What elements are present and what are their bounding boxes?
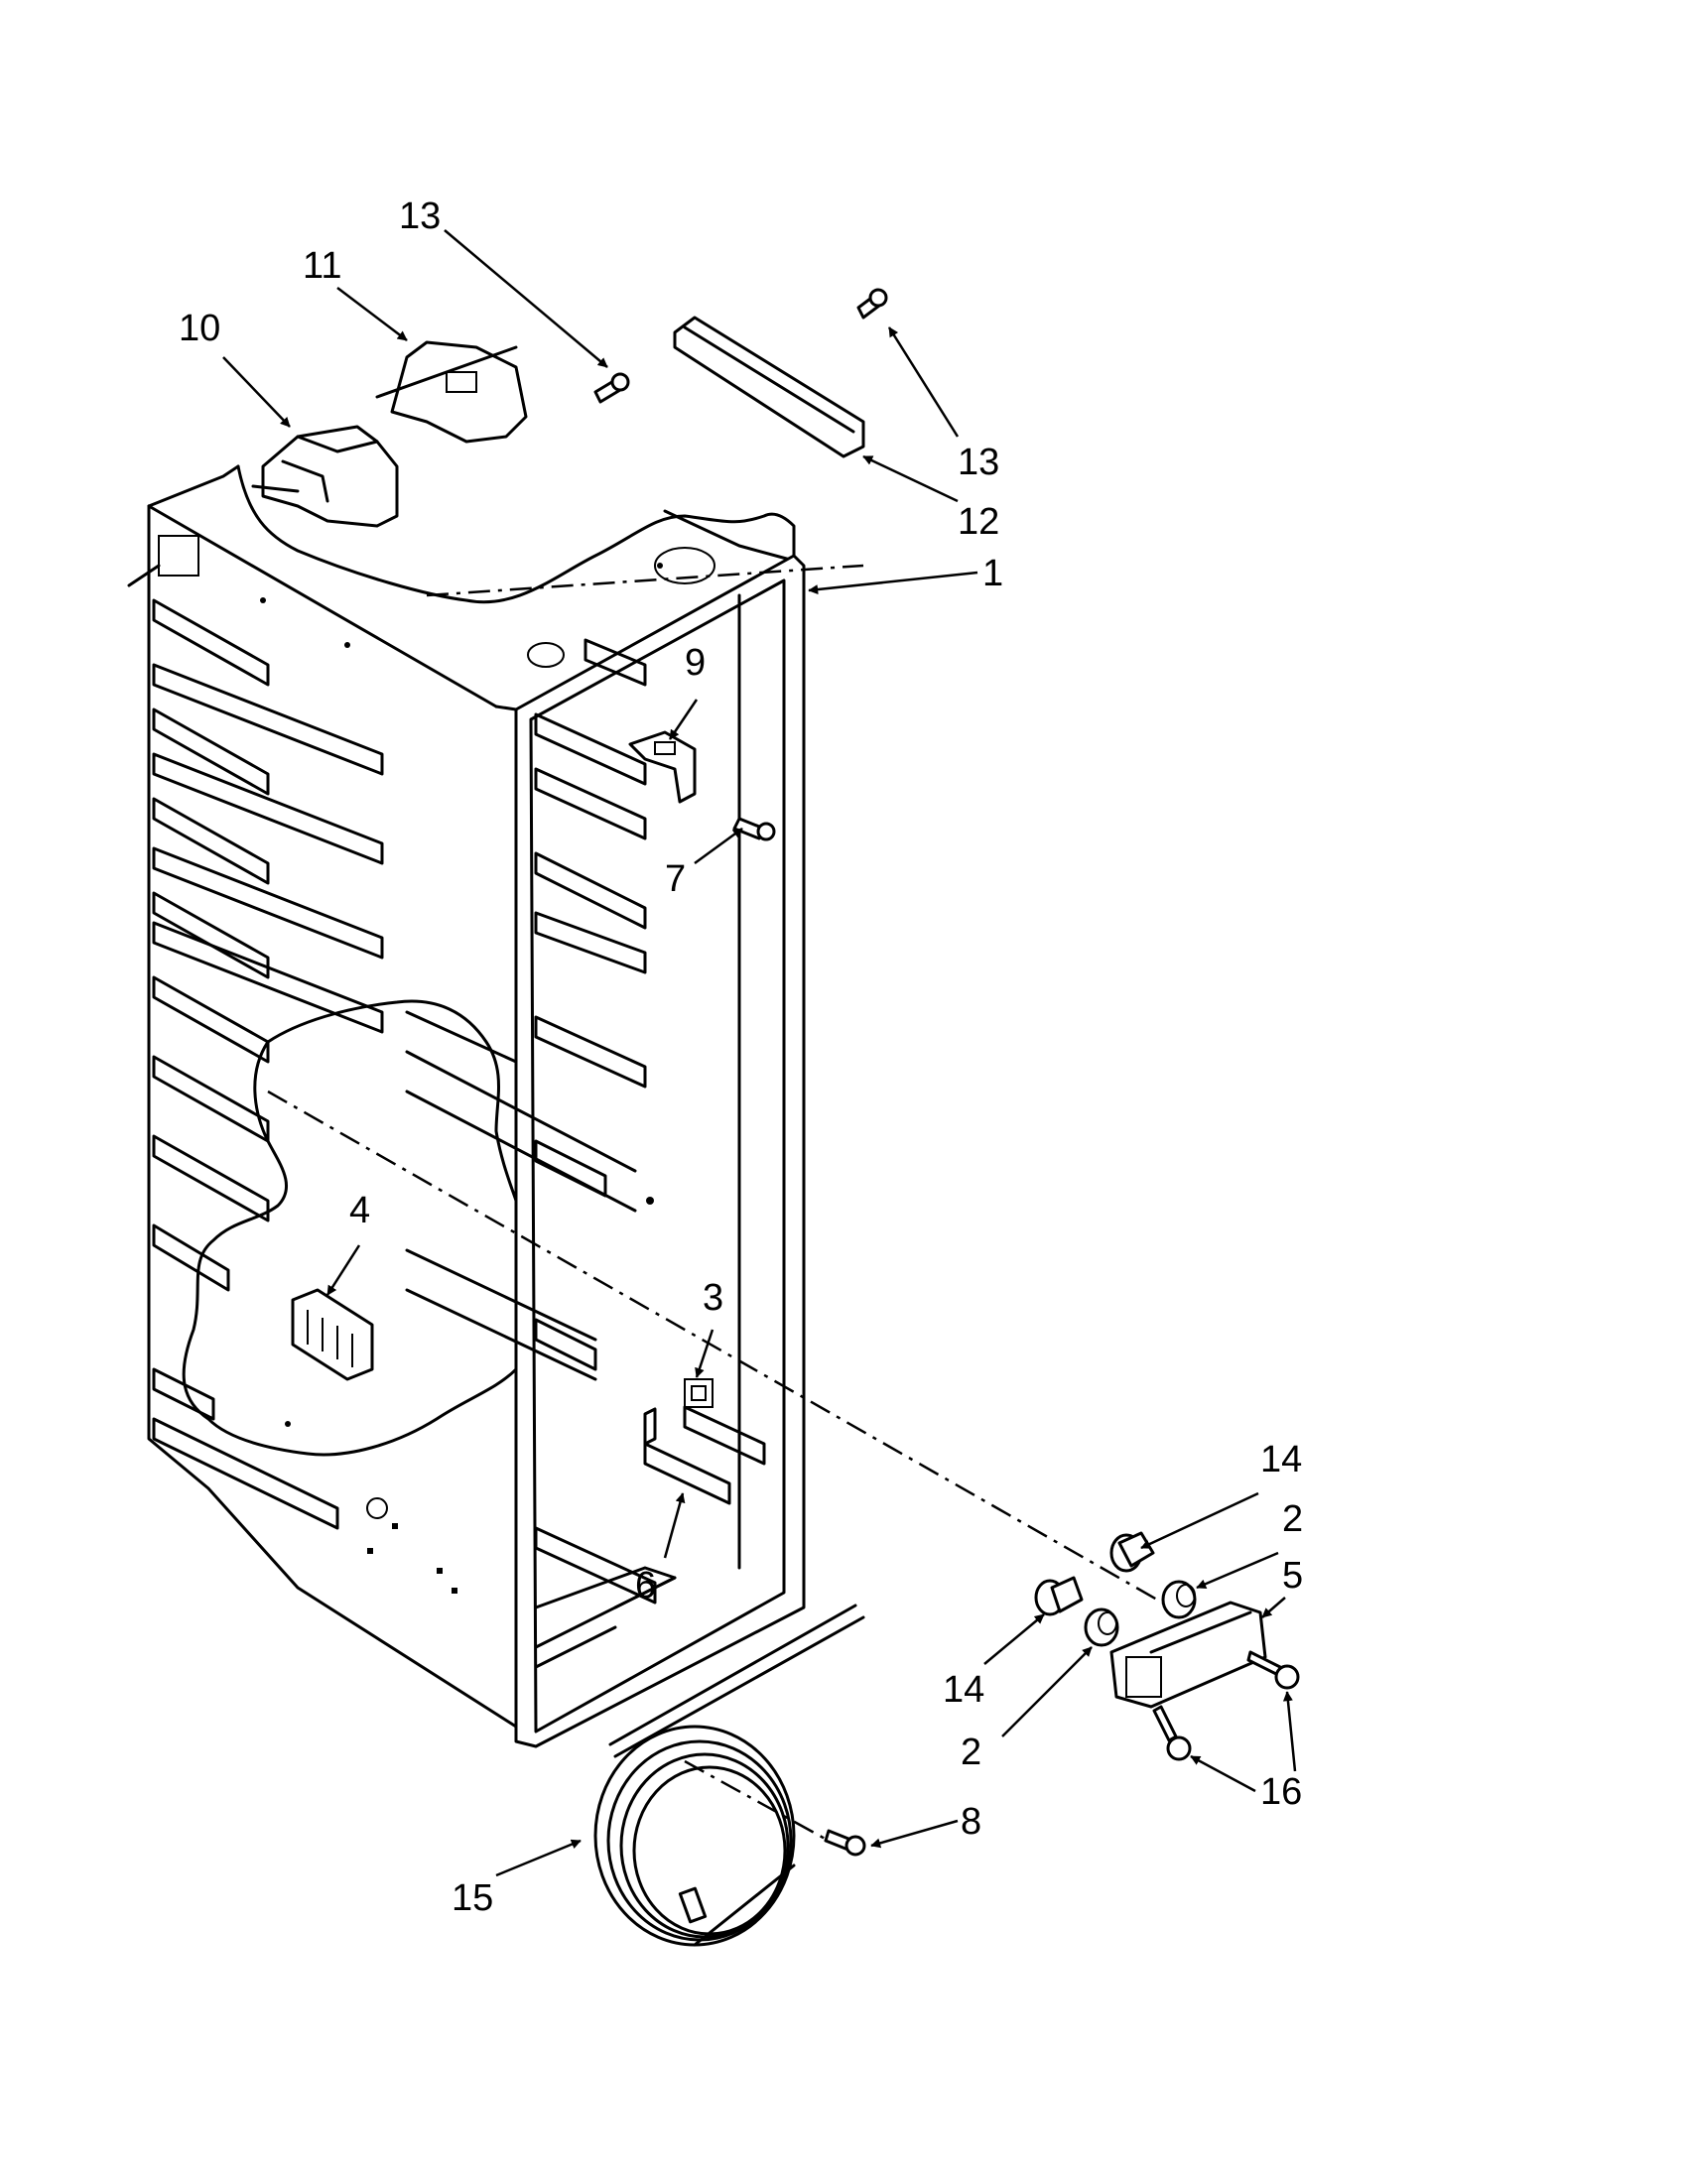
callout-14-upper: 14 — [1260, 1439, 1302, 1480]
callout-2-upper: 2 — [1282, 1498, 1303, 1540]
callout-5: 5 — [1282, 1555, 1303, 1597]
callout-3: 3 — [703, 1277, 723, 1319]
part-12-rail — [673, 316, 865, 458]
leader-lines — [222, 229, 1297, 1877]
left-shelf-rails — [152, 598, 384, 1530]
callout-13-upper-left: 13 — [399, 195, 441, 237]
callout-9: 9 — [685, 642, 706, 684]
part-15-tubing-coil — [593, 1604, 865, 1947]
right-shelf-rails — [534, 638, 657, 1605]
callout-11: 11 — [303, 245, 341, 287]
part-3-bracket — [683, 1378, 766, 1466]
screw-8 — [824, 1829, 866, 1857]
part-5-light-housing — [1109, 1601, 1267, 1709]
callout-labels: 13 11 10 13 12 1 9 7 4 3 6 14 2 5 14 2 1… — [179, 195, 1303, 1919]
part-14-cap-lower — [1034, 1576, 1084, 1616]
callout-10: 10 — [179, 308, 220, 349]
callout-7: 7 — [665, 858, 686, 900]
callout-8: 8 — [961, 1801, 981, 1843]
callout-12: 12 — [958, 501, 999, 543]
callout-4: 4 — [349, 1190, 370, 1231]
callout-1: 1 — [982, 553, 1003, 594]
refrigerator-liner — [127, 464, 1172, 1748]
screw-7 — [732, 817, 776, 841]
callout-14-lower: 14 — [943, 1669, 984, 1711]
callout-13-upper-right: 13 — [958, 442, 999, 483]
callout-2-lower: 2 — [961, 1732, 981, 1773]
callout-6: 6 — [635, 1565, 656, 1606]
screw-13-left — [593, 372, 630, 404]
part-16-pin-lower — [1152, 1705, 1192, 1761]
part-14-cap-upper — [1109, 1531, 1155, 1573]
screw-13-right — [856, 288, 888, 320]
part-6-bracket — [643, 1407, 731, 1505]
part-2-socket-upper — [1161, 1580, 1197, 1619]
part-4-vent — [291, 1288, 374, 1381]
callout-16: 16 — [1260, 1771, 1302, 1813]
part-11-bracket — [375, 340, 528, 444]
callout-15: 15 — [452, 1877, 493, 1919]
part-16-pin-upper — [1246, 1650, 1300, 1690]
part-2-socket-lower — [1084, 1607, 1119, 1647]
part-10-housing — [251, 425, 399, 528]
